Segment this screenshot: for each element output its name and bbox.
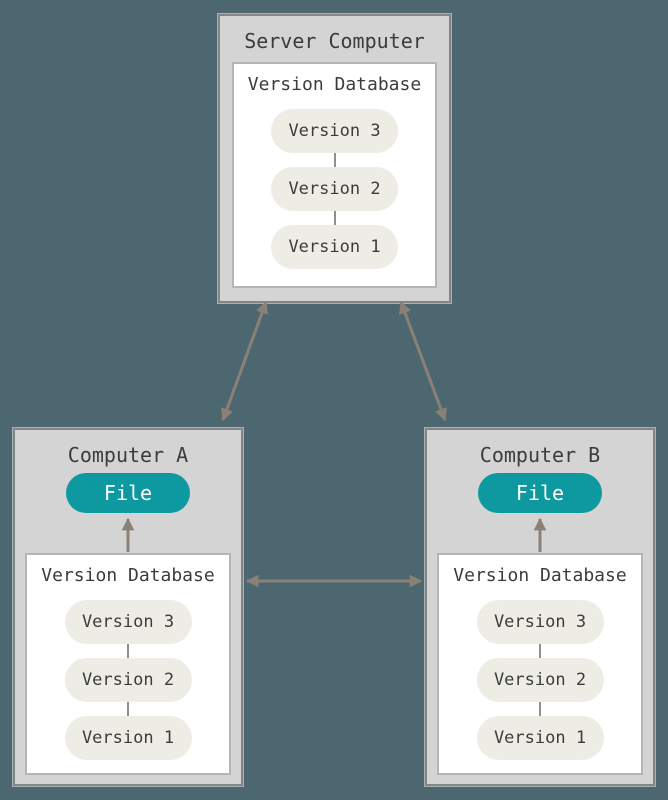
server-computer-box: Server Computer Version Database Version…	[218, 14, 451, 303]
version-connector-line	[539, 644, 541, 658]
server-version-2-pill: Version 2	[271, 167, 398, 211]
version-connector-line	[127, 702, 129, 716]
server-version-1-pill: Version 1	[271, 225, 398, 269]
computer-b-version-3-pill: Version 3	[476, 600, 604, 644]
computer-b-version-1-pill: Version 1	[476, 716, 604, 760]
server-version-database-box: Version Database Version 3 Version 2 Ver…	[232, 62, 437, 288]
computer-a-version-1-pill: Version 1	[64, 716, 192, 760]
computer-b-version-database-title: Version Database	[453, 565, 627, 586]
computer-a-version-database-box: Version Database Version 3 Version 2 Ver…	[25, 553, 231, 775]
computer-b-version-database-box: Version Database Version 3 Version 2 Ver…	[437, 553, 643, 775]
version-connector-line	[127, 644, 129, 658]
computer-a-box: Computer A File Version Database Version…	[13, 428, 243, 786]
server-computer-title: Server Computer	[244, 29, 425, 53]
version-connector-line	[539, 702, 541, 716]
computer-a-version-3-pill: Version 3	[64, 600, 192, 644]
computer-b-title: Computer B	[479, 443, 601, 467]
computer-b-file-pill: File	[478, 473, 602, 513]
computer-a-version-database-title: Version Database	[41, 565, 215, 586]
version-connector-line	[333, 211, 336, 225]
computer-b-box: Computer B File Version Database Version…	[425, 428, 655, 786]
arrow-server-computer-a	[220, 300, 269, 422]
computer-b-version-2-pill: Version 2	[476, 658, 604, 702]
server-version-database-title: Version Database	[247, 74, 422, 95]
computer-a-title: Computer A	[67, 443, 189, 467]
computer-a-version-2-pill: Version 2	[64, 658, 192, 702]
computer-a-file-pill: File	[66, 473, 190, 513]
version-connector-line	[333, 153, 336, 167]
arrow-server-computer-b	[399, 300, 447, 422]
server-version-3-pill: Version 3	[271, 109, 398, 153]
